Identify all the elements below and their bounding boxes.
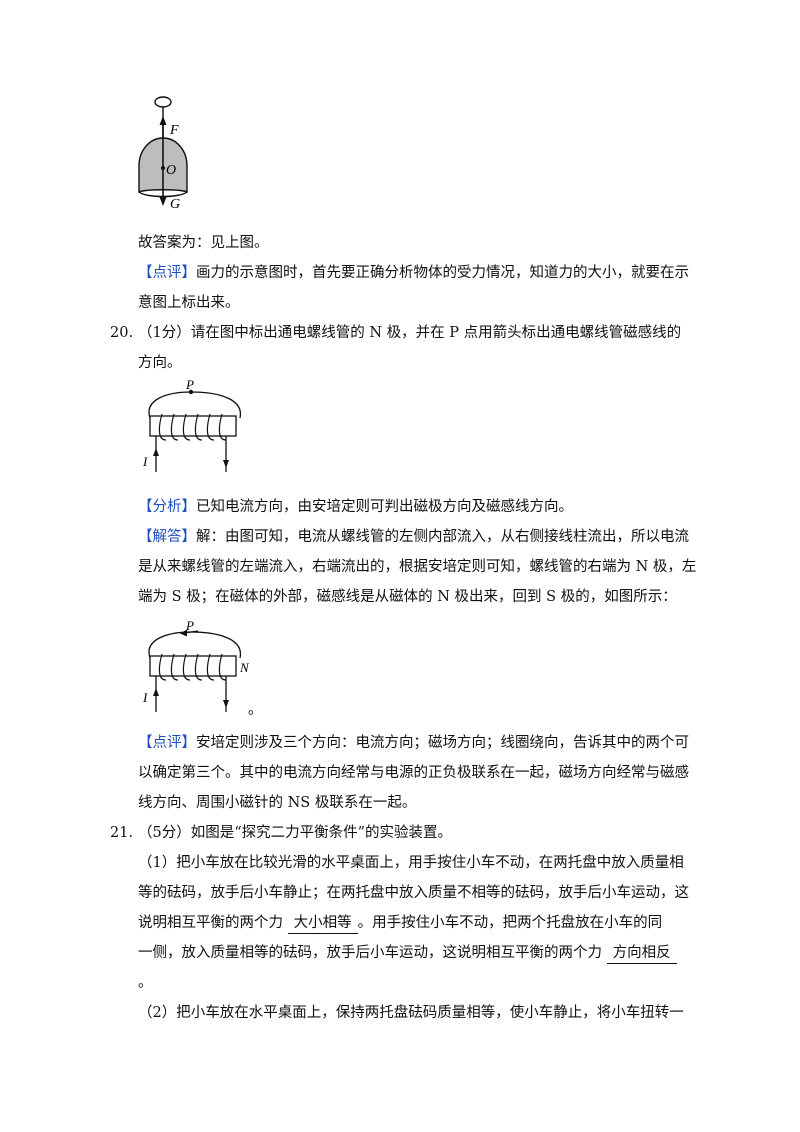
field-direction-arrowhead [180,629,187,637]
output-arrowhead [223,700,229,708]
figure-end-mark: 。 [248,702,263,718]
point-p [188,389,194,395]
q20-solution-line1: 【解答】解：由图可知，电流从螺线管的左侧内部流入，从右侧接线柱流出，所以电流 [138,527,689,547]
q21-part1-line3: 说明相互平衡的两个力 大小相等。用手按住小车不动，把两个托盘放在小车的同 [138,913,662,934]
text-segment: 一侧，放入质量相等的砝码，放手后小车运动，这说明相互平衡的两个力 [138,945,602,961]
coil-windings [158,653,227,681]
solenoid-body [149,655,237,677]
label-i: I [142,454,148,469]
text-segment: 。用手按住小车不动，把两个托盘放在小车的同 [357,915,663,931]
force-diagram-figure: F O G [138,96,188,212]
hanging-ring [154,96,172,108]
q21-part1-line5: 。 [138,975,153,991]
comment-tag: 【点评】 [138,265,196,281]
q20-solution-line2: 是从来螺线管的左端流入，右端流出的，根据安培定则可知，螺线管的右端为 N 极，左 [138,559,697,575]
q21-part2-line1: （2）把小车放在水平桌面上，保持两托盘砝码质量相等，使小车静止，将小车扭转一 [138,1005,684,1021]
q21-stem: （5分）如图是“探究二力平衡条件”的实验装置。 [138,825,453,841]
comment-text: 安培定则涉及三个方向：电流方向；磁场方向；线圈绕向，告诉其中的两个可 [196,735,689,751]
answer-blank-2: 方向相反 [606,943,677,964]
comment-text: 画力的示意图时，首先要正确分析物体的受力情况，知道力的大小，就要在示 [196,265,689,281]
label-f: F [169,123,179,138]
q20-stem-line2: 方向。 [138,355,182,371]
q19-comment-line2: 意图上标出来。 [138,295,240,311]
q20-comment-line2: 以确定第三个。其中的电流方向经常与电源的正负极联系在一起，磁场方向经常与磁感 [138,765,689,781]
q20-analysis: 【分析】已知电流方向，由安培定则可判出磁极方向及磁感线方向。 [138,497,573,517]
answer-blank-1: 大小相等 [287,913,358,934]
q20-comment-line1: 【点评】安培定则涉及三个方向：电流方向；磁场方向；线圈绕向，告诉其中的两个可 [138,733,689,753]
force-g-arrowhead [159,197,167,206]
label-n: N [239,660,250,675]
input-arrowhead [153,448,159,456]
q21-part1-line2: 等的砝码，放手后小车静止；在两托盘中放入质量不相等的砝码，放手后小车运动，这 [138,885,689,901]
field-line [148,391,242,419]
q21-part1-line1: （1）把小车放在比较光滑的水平桌面上，用手按住小车不动，在两托盘中放入质量相 [138,855,684,871]
q20-solution-line3: 端为 S 极；在磁体的外部，磁感线是从磁体的 N 极出来，回到 S 极的，如图所… [138,589,677,605]
solution-text: 解：由图可知，电流从螺线管的左侧内部流入，从右侧接线柱流出，所以电流 [196,529,689,545]
q20-comment-line3: 线方向、周围小磁针的 NS 极联系在一起。 [138,795,417,811]
label-p: P [185,378,194,392]
label-o: O [166,163,176,178]
force-f-arrowhead [159,116,167,125]
coil-windings [158,413,227,441]
analysis-tag: 【分析】 [138,499,196,515]
comment-tag: 【点评】 [138,735,196,751]
solenoid-answer-figure: P N I [142,618,250,712]
q19-comment-line1: 【点评】画力的示意图时，首先要正确分析物体的受力情况，知道力的大小，就要在示 [138,263,689,283]
input-arrowhead [153,688,159,696]
q19-answer: 故答案为：见上图。 [138,235,269,251]
output-arrowhead [223,460,229,468]
q21-part1-line4: 一侧，放入质量相等的砝码，放手后小车运动，这说明相互平衡的两个力 方向相反 [138,943,677,964]
center-point [161,166,165,170]
label-g: G [170,197,180,212]
field-line [148,631,242,659]
text-segment: 说明相互平衡的两个力 [138,915,283,931]
analysis-text: 已知电流方向，由安培定则可判出磁极方向及磁感线方向。 [196,499,573,515]
q20-stem-line1: （1分）请在图中标出通电螺线管的 N 极，并在 P 点用箭头标出通电螺线管磁感线… [138,325,682,341]
solution-tag: 【解答】 [138,529,196,545]
label-i: I [142,690,148,705]
q21-number: 21. [110,825,134,841]
q20-number: 20. [110,325,134,341]
solenoid-figure: P I [142,378,242,472]
label-p: P [185,618,194,633]
solenoid-body [149,415,237,437]
